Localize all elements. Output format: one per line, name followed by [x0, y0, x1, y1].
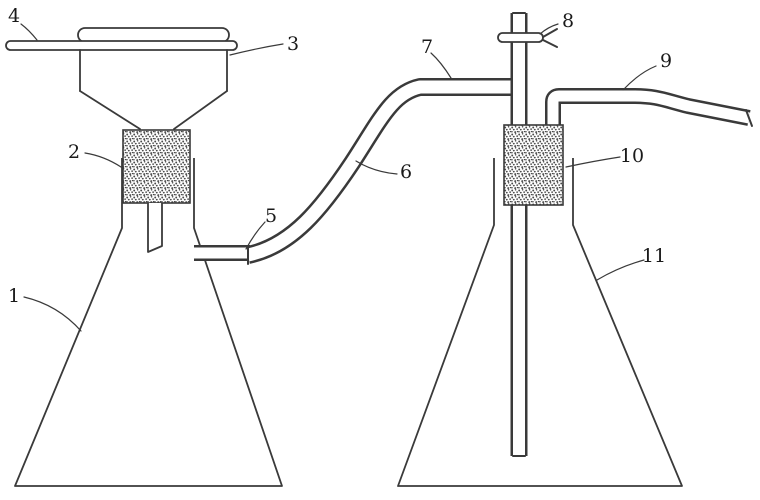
leader-11: [596, 259, 645, 281]
hose-bore: [246, 80, 511, 262]
outlet-end-cap: [745, 109, 753, 127]
right-flask-outline: [397, 158, 683, 487]
funnel-stem: [147, 203, 163, 253]
leader-4: [20, 23, 38, 41]
cover-plate: [5, 40, 238, 51]
pinch-clamp: [497, 28, 558, 48]
left-stopper: [122, 129, 191, 204]
connecting-hose: [245, 78, 511, 265]
part-label-10: 10: [620, 145, 644, 167]
leader-1: [23, 296, 82, 332]
part-label-4: 4: [8, 5, 20, 27]
part-labels: 1 2 3 4 5 6 7 8 9 10 11: [8, 5, 672, 307]
clamp-bar: [497, 32, 544, 43]
buchner-funnel: [5, 27, 238, 130]
part-label-3: 3: [287, 33, 299, 55]
leader-10: [565, 156, 621, 168]
leader-2: [84, 152, 122, 168]
part-label-5: 5: [265, 205, 277, 227]
leader-9: [622, 65, 657, 91]
clamp-wing: [542, 28, 558, 48]
part-label-6: 6: [400, 161, 412, 183]
part-label-2: 2: [68, 141, 80, 163]
leader-6: [355, 160, 398, 175]
part-label-1: 1: [8, 285, 20, 307]
outlet-tube-bore: [547, 90, 751, 128]
leader-lines: [20, 23, 657, 332]
funnel-cone-left: [79, 90, 141, 130]
left-flask-outline: [14, 158, 283, 487]
leader-3: [229, 43, 284, 56]
vertical-tube: [510, 12, 528, 457]
part-label-8: 8: [562, 10, 574, 32]
part-label-9: 9: [660, 50, 672, 72]
right-stopper: [503, 124, 564, 206]
leader-5: [245, 221, 266, 250]
leader-8: [539, 23, 559, 35]
outlet-tube: [545, 88, 753, 128]
part-label-7: 7: [421, 36, 433, 58]
part-label-11: 11: [642, 245, 666, 267]
funnel-rim: [77, 27, 230, 43]
leader-7: [430, 52, 452, 79]
funnel-cone-right: [173, 90, 228, 130]
